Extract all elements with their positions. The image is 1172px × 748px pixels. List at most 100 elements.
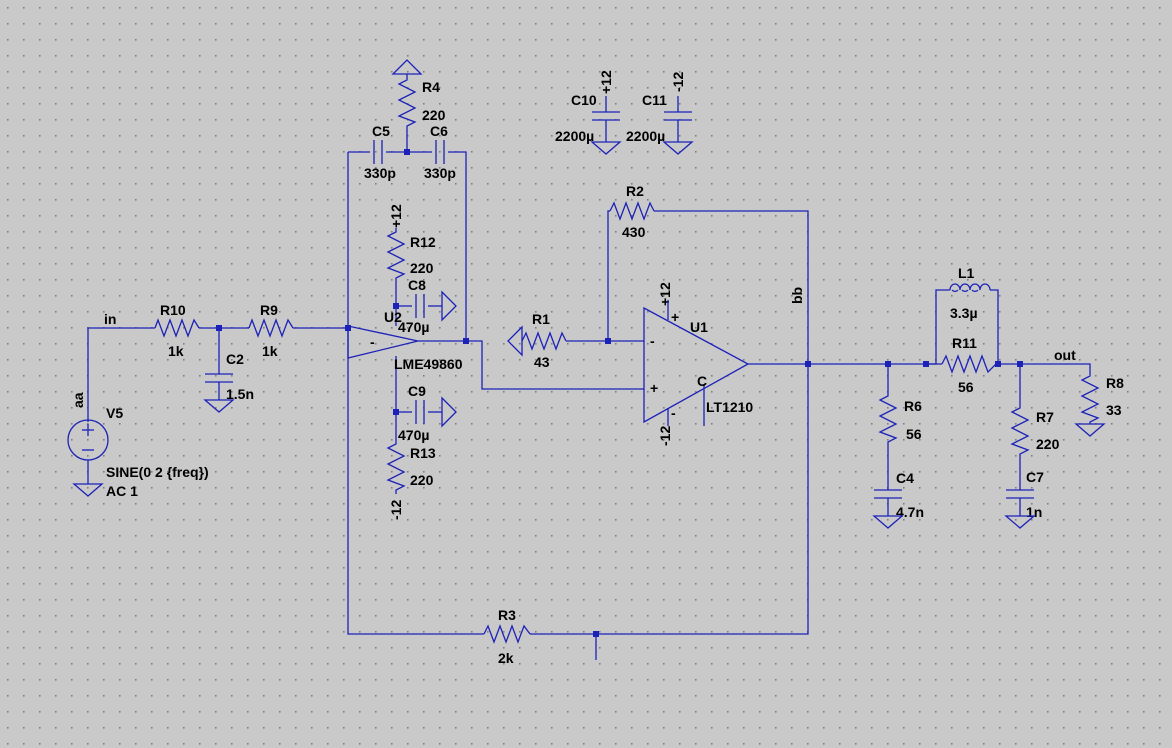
wire-c6-right[interactable] <box>448 151 467 341</box>
c4-value: 4.7n <box>896 504 924 520</box>
u2-ref: U2 <box>384 309 402 325</box>
capacitor-c10[interactable]: C10 2200µ <box>555 92 620 144</box>
wire-l1-left[interactable] <box>926 289 950 365</box>
wire-r11-right[interactable] <box>996 363 1091 374</box>
u1-ref: U1 <box>690 319 708 335</box>
r1-value: 43 <box>534 354 550 370</box>
r4-ref: R4 <box>422 79 440 95</box>
r1-ref: R1 <box>532 311 550 327</box>
wire-r3-right[interactable] <box>530 210 809 635</box>
resistor-r12[interactable]: R12 220 <box>386 228 436 280</box>
u1-comp-pin: C <box>697 373 707 389</box>
resistor-r9[interactable]: R9 1k <box>248 302 294 359</box>
c2-ref: C2 <box>226 351 244 367</box>
r3-value: 2k <box>498 650 514 666</box>
ground-icon <box>590 141 622 155</box>
resistor-r10[interactable]: R10 1k <box>154 302 200 359</box>
net-label-in: in <box>104 311 116 327</box>
junction-dot <box>404 149 410 155</box>
capacitor-c4[interactable]: C4 4.7n <box>874 470 924 520</box>
net-label-out: out <box>1054 347 1076 363</box>
r6-ref: R6 <box>904 398 922 414</box>
r2-value: 430 <box>622 224 646 240</box>
junction-dot <box>805 361 811 367</box>
resistor-r6[interactable]: R6 56 <box>878 392 922 446</box>
resistor-r1[interactable]: R1 43 <box>521 311 567 370</box>
capacitor-c2[interactable]: C2 1.5n <box>205 351 254 402</box>
resistor-r4[interactable]: R4 220 <box>397 74 446 128</box>
net-labels: in aa bb out <box>70 287 1076 408</box>
ground-icon <box>203 399 235 413</box>
wire-l1-right[interactable] <box>990 289 999 364</box>
r4-value: 220 <box>422 107 446 123</box>
wire-u2-u1[interactable] <box>466 340 644 390</box>
r12-value: 220 <box>410 260 434 276</box>
ground-icon <box>507 325 523 357</box>
resistor-r2[interactable]: R2 430 <box>609 183 655 240</box>
resistor-r7[interactable]: R7 220 <box>1010 404 1060 458</box>
junction-dot <box>216 325 222 331</box>
net-label-aa: aa <box>70 392 86 408</box>
voltage-source-v5[interactable]: V5 SINE(0 2 {freq}) AC 1 <box>67 405 209 499</box>
c10-value: 2200µ <box>555 128 594 144</box>
opamp-u1[interactable]: - + + - C U1 LT1210 <box>643 300 753 426</box>
junction-dot <box>923 361 929 367</box>
ground-icon <box>441 396 457 428</box>
r2-ref: R2 <box>626 183 644 199</box>
ground-icon <box>441 290 457 322</box>
wire-fb-left[interactable] <box>347 152 484 635</box>
junction-dot <box>463 338 469 344</box>
u1-pos-supply: +12 <box>657 282 673 306</box>
u1-minus-pin: - <box>650 333 655 349</box>
r7-value: 220 <box>1036 436 1060 452</box>
capacitor-c5[interactable]: C5 330p <box>364 123 396 181</box>
v5-value-line1: SINE(0 2 {freq}) <box>106 464 209 480</box>
r9-value: 1k <box>262 343 278 359</box>
c7-ref: C7 <box>1026 469 1044 485</box>
l1-value: 3.3µ <box>950 305 978 321</box>
u2-value: LME49860 <box>394 356 463 372</box>
c5-value: 330p <box>364 165 396 181</box>
u2-neg-supply: -12 <box>388 500 404 520</box>
net-label-bb: bb <box>789 287 805 304</box>
capacitor-c6[interactable]: C6 330p <box>424 123 456 181</box>
c8-value: 470µ <box>398 319 429 335</box>
opamp-u2[interactable]: - U2 LME49860 <box>347 309 463 372</box>
junction-dot <box>393 303 399 309</box>
capacitor-c9[interactable]: C9 470µ <box>398 383 429 443</box>
ground-icon <box>1004 515 1036 529</box>
wire-in[interactable] <box>87 327 155 422</box>
capacitor-c11[interactable]: C11 2200µ <box>626 92 692 144</box>
resistor-r8[interactable]: R8 33 <box>1080 374 1124 424</box>
v5-ref: V5 <box>106 405 123 421</box>
c7-value: 1n <box>1026 504 1042 520</box>
resistor-r3[interactable]: R3 2k <box>483 607 531 666</box>
r12-ref: R12 <box>410 234 436 250</box>
r11-ref: R11 <box>952 335 977 351</box>
u1-neg-supply: -12 <box>657 426 673 446</box>
r13-ref: R13 <box>410 445 436 461</box>
u1-plus-pin: + <box>650 380 658 396</box>
junction-dot <box>885 361 891 367</box>
r11-value: 56 <box>958 379 974 395</box>
capacitor-c8[interactable]: C8 470µ <box>398 277 429 335</box>
ground-icon <box>872 515 904 529</box>
r7-ref: R7 <box>1036 409 1054 425</box>
inductor-l1[interactable]: L1 3.3µ <box>949 265 991 321</box>
resistor-r11[interactable]: R11 56 <box>941 335 997 395</box>
u2-pos-supply: +12 <box>388 204 404 228</box>
r9-ref: R9 <box>260 302 278 318</box>
ground-icon <box>391 59 423 75</box>
r10-ref: R10 <box>160 302 186 318</box>
r8-ref: R8 <box>1106 375 1124 391</box>
wire-r2-left[interactable] <box>607 210 610 341</box>
u1-vplus-mark: + <box>671 309 679 325</box>
junction-dot <box>393 409 399 415</box>
resistor-r13[interactable]: R13 220 <box>386 440 436 494</box>
c10-supply: +12 <box>598 70 614 94</box>
r3-ref: R3 <box>498 607 516 623</box>
ground-icon <box>662 141 694 155</box>
junction-dot <box>605 338 611 344</box>
u2-minus-pin: - <box>370 334 375 350</box>
